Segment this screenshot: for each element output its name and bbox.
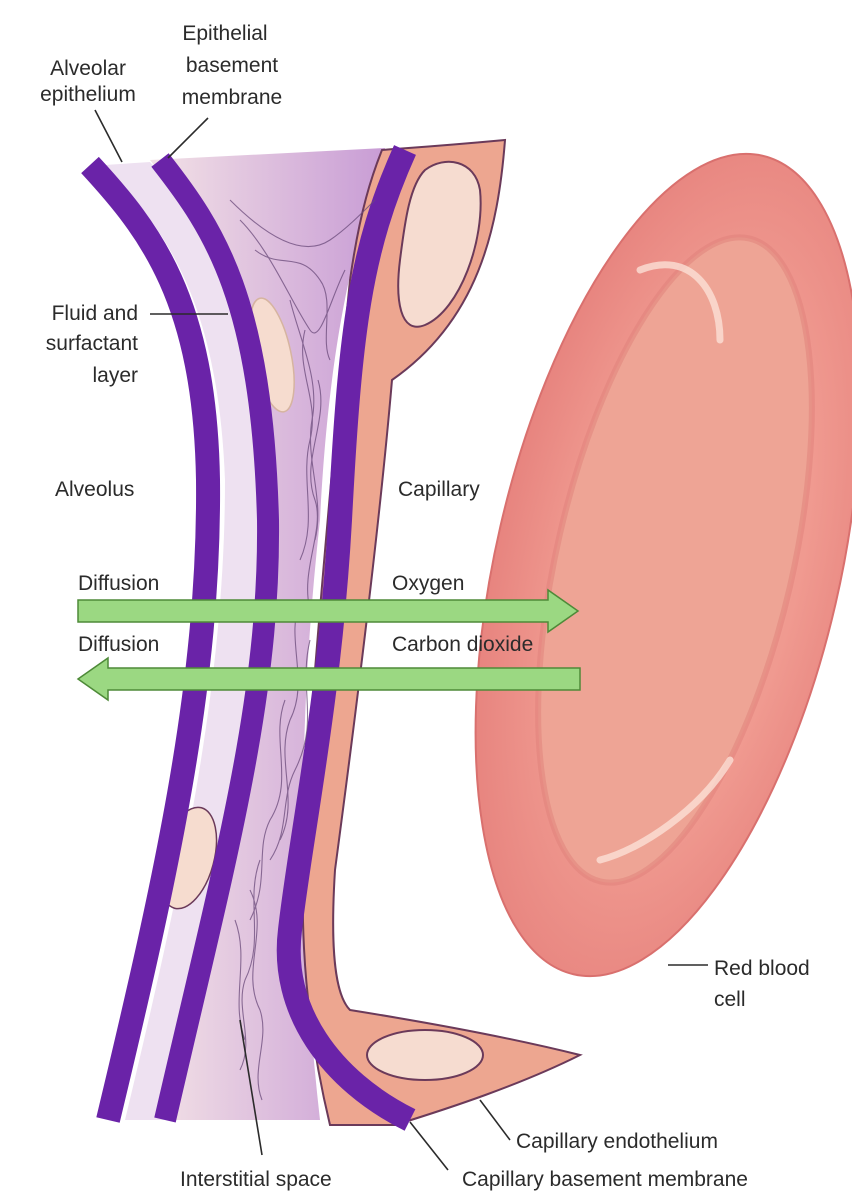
label-epithelial-bm-line3: membrane bbox=[182, 86, 282, 109]
leader-capillary-endothelium bbox=[479, 1099, 511, 1141]
label-diffusion-oxygen: Diffusion bbox=[78, 572, 159, 595]
leader-epithelial-basement-membrane bbox=[167, 117, 209, 159]
label-capillary-basement-membrane: Capillary basement membrane bbox=[462, 1168, 748, 1191]
label-fluid-line2: surfactant bbox=[46, 332, 138, 355]
capillary-basement-membrane bbox=[276, 145, 416, 1131]
leader-interstitial-space bbox=[239, 1019, 263, 1156]
label-epithelial-bm-line1: Epithelial bbox=[182, 22, 267, 45]
label-diffusion-co2: Diffusion bbox=[78, 633, 159, 656]
oxygen-diffusion-arrow bbox=[77, 588, 580, 634]
label-carbon-dioxide: Carbon dioxide bbox=[392, 633, 533, 656]
epithelial-basement-membrane bbox=[151, 153, 280, 1123]
label-epithelial-bm-line2: basement bbox=[186, 54, 278, 77]
label-capillary-endothelium: Capillary endothelium bbox=[516, 1130, 718, 1153]
label-red-blood-cell-line1: Red blood bbox=[714, 957, 810, 980]
label-red-blood-cell-line2: cell bbox=[714, 988, 746, 1011]
label-capillary: Capillary bbox=[398, 478, 480, 501]
carbon-dioxide-diffusion-arrow bbox=[76, 656, 581, 702]
label-oxygen: Oxygen bbox=[392, 572, 464, 595]
leader-alveolar-epithelium bbox=[94, 109, 123, 163]
endothelial-nucleus-bottom bbox=[366, 1029, 484, 1081]
alveolar-epithelium-outer bbox=[81, 156, 221, 1123]
leader-capillary-basement-membrane bbox=[409, 1121, 449, 1171]
red-blood-cell bbox=[474, 152, 852, 978]
label-interstitial-space: Interstitial space bbox=[180, 1168, 332, 1191]
label-fluid-line1: Fluid and bbox=[52, 302, 138, 325]
label-alveolus: Alveolus bbox=[55, 478, 134, 501]
label-fluid-line3: layer bbox=[92, 364, 138, 387]
capillary-endothelium-band bbox=[301, 138, 583, 1126]
label-alveolar-epithelium-line1: Alveolar bbox=[50, 57, 126, 80]
label-alveolar-epithelium-line2: epithelium bbox=[40, 83, 136, 106]
endothelial-nucleus-top bbox=[397, 160, 482, 328]
